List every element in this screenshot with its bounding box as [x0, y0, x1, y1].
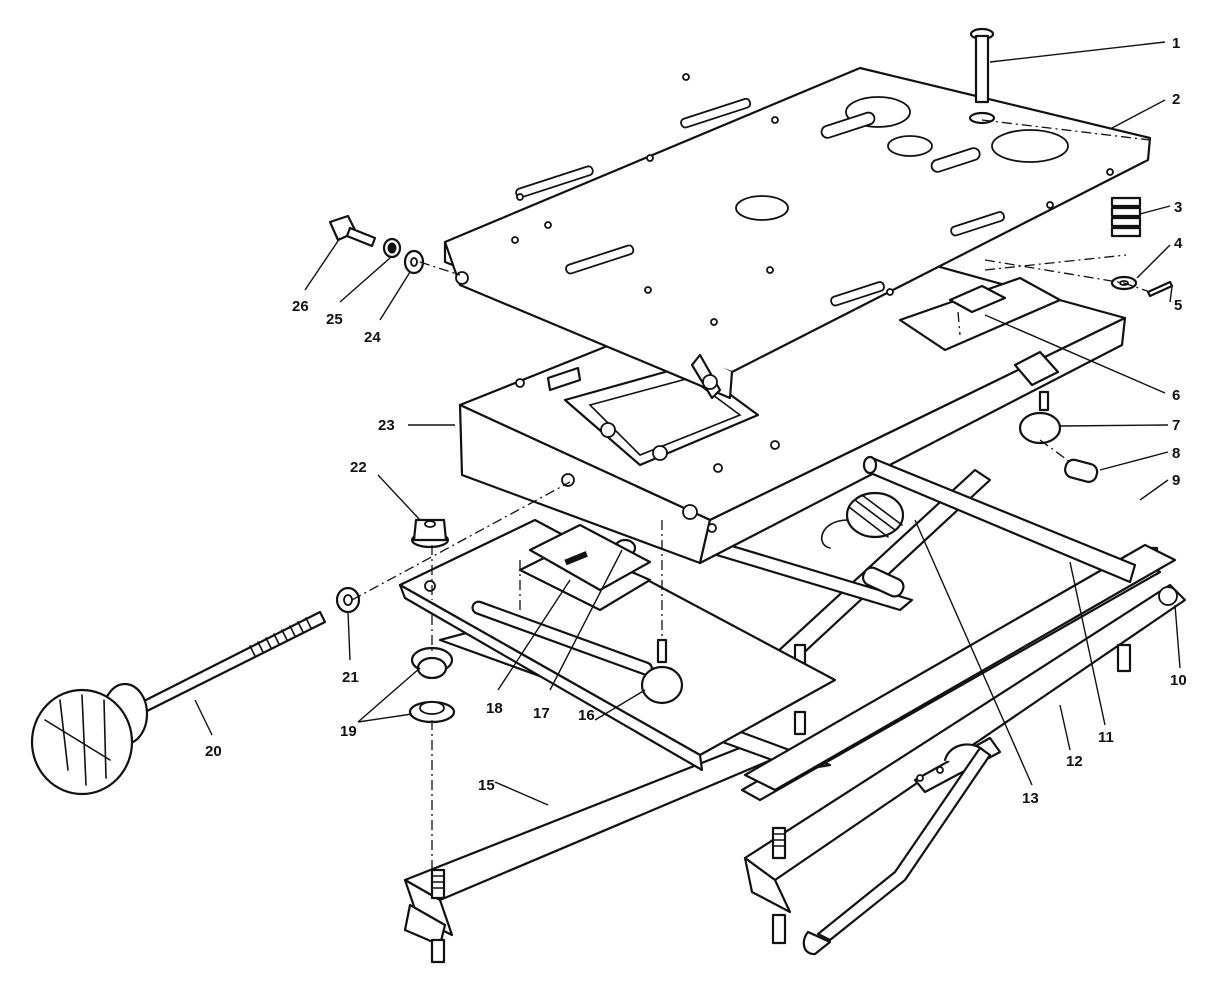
callout-22: 22: [350, 459, 367, 476]
bracket-6: [948, 284, 1060, 387]
callout-23: 23: [378, 417, 395, 434]
callout-1: 1: [1172, 35, 1180, 52]
callout-9: 9: [1172, 472, 1180, 489]
adjustment-knob-20: [30, 610, 327, 796]
assembly-centerlines: [351, 119, 1151, 870]
callout-labels: 1 2 3 4 5 6 7 8 9 10 11 12 13 15 16 17 1…: [205, 35, 1187, 807]
spring-clip-18: [518, 523, 652, 612]
callout-20: 20: [205, 743, 222, 760]
callout-7: 7: [1172, 417, 1180, 434]
bumper-7: [1018, 390, 1062, 445]
tension-spring-13: [820, 491, 905, 549]
callout-17: 17: [533, 705, 550, 722]
callout-leaders: [194, 41, 1181, 806]
callout-12: 12: [1066, 753, 1083, 770]
spacer-8: [1064, 458, 1099, 483]
callout-10: 10: [1170, 672, 1187, 689]
flange-nut-22: [410, 518, 450, 549]
callout-24: 24: [364, 329, 381, 346]
cotter-pin-5: [1146, 280, 1174, 298]
callout-2: 2: [1172, 91, 1180, 108]
lock-washer-25: [382, 237, 402, 259]
release-lever: [802, 736, 1002, 956]
callout-8: 8: [1172, 445, 1180, 462]
washer-24: [403, 249, 425, 275]
compression-spring-3: [1110, 196, 1142, 238]
bolt-26: [328, 214, 377, 248]
callout-4: 4: [1174, 235, 1183, 252]
adjustment-plate: [398, 518, 837, 772]
washer-21: [335, 586, 361, 614]
callout-6: 6: [1172, 387, 1180, 404]
seat-slide-rail-left: [403, 738, 792, 964]
callout-13: 13: [1022, 790, 1039, 807]
callout-18: 18: [486, 700, 503, 717]
callout-16: 16: [578, 707, 595, 724]
callout-11: 11: [1098, 729, 1114, 746]
seat-slide-rail-right: [743, 546, 1187, 945]
pivot-rod-11: [862, 455, 1137, 584]
grommet-19: [408, 646, 456, 724]
callout-26: 26: [292, 298, 309, 315]
callout-3: 3: [1174, 199, 1182, 216]
callout-21: 21: [342, 669, 359, 686]
callout-19: 19: [340, 723, 357, 740]
callout-15: 15: [478, 777, 495, 794]
seat-mounting-plate-2: [443, 66, 1152, 400]
callout-25: 25: [326, 311, 343, 328]
bumper-16: [640, 638, 684, 705]
callout-5: 5: [1174, 297, 1182, 314]
spacer-tube: [861, 566, 905, 598]
